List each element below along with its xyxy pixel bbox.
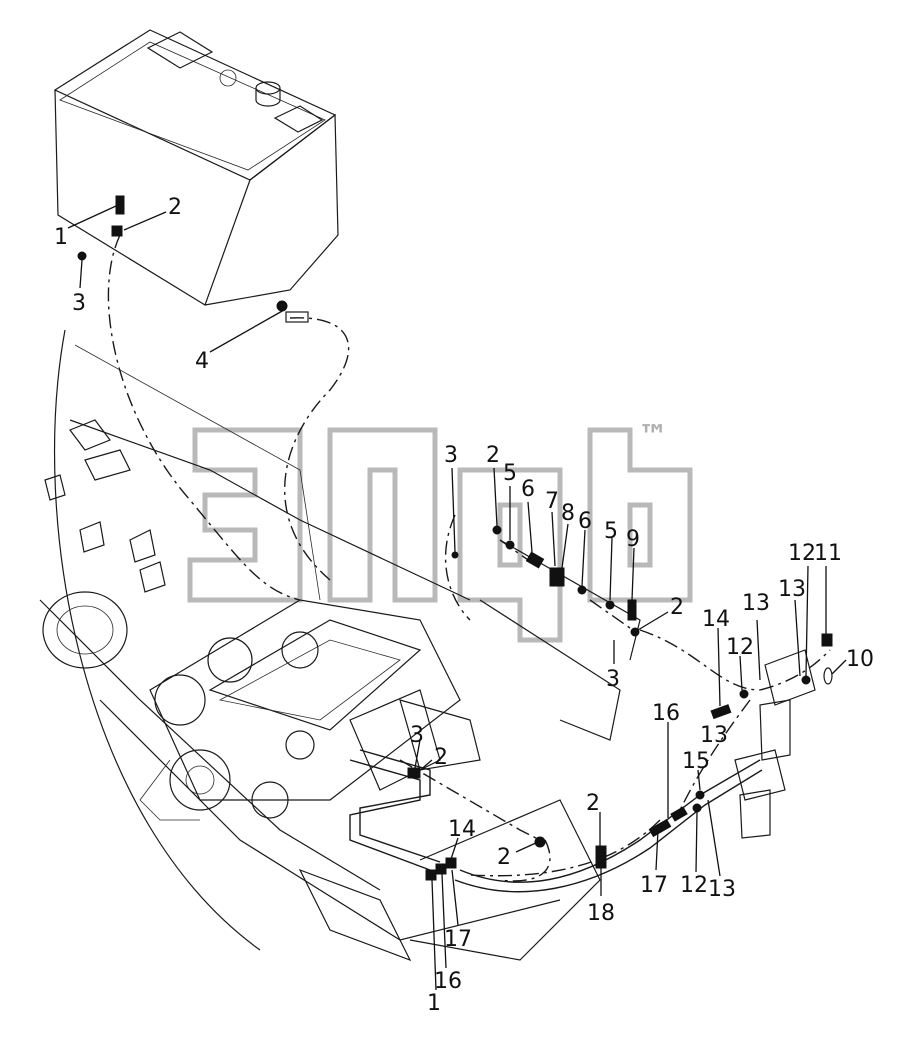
drain-fitting [276,300,288,312]
hose-14 [710,704,732,720]
clamp-2b [534,836,546,848]
callout-2: 2 [168,195,182,220]
clamp-18 [595,845,607,869]
callout-12: 5 [604,519,618,544]
tank-clamp [111,225,123,237]
callout-37: 1 [427,991,441,1016]
callout-29: 2 [586,791,600,816]
callout-32: 12 [680,873,708,898]
watermark: ™ [187,419,693,643]
spring-check [627,599,637,621]
hose-block-1 [425,869,437,881]
callout-34: 18 [587,901,615,926]
secondary-filter-head [734,749,786,801]
fitting-12 [801,675,811,685]
callout-27: 15 [682,749,710,774]
drain-hose-end [285,311,309,323]
callouts: 1 2 3 4 3 2 5 6 7 8 6 5 9 2 3 14 13 12 1… [54,195,874,1016]
line-clamp [492,525,502,535]
callout-15: 3 [606,667,620,692]
fuel-lines [107,234,831,893]
callout-8: 6 [521,477,535,502]
washer-2 [577,585,587,595]
callout-9: 7 [545,489,559,514]
primary-filter-head [764,649,816,706]
fitting-11 [821,633,833,647]
callout-21: 12 [788,541,816,566]
callout-20: 13 [778,577,806,602]
callout-19: 13 [700,723,728,748]
callout-25: 2 [434,745,448,770]
callout-13: 9 [626,527,640,552]
hose-16 [670,806,688,822]
callout-22: 11 [814,541,842,566]
callout-33: 13 [708,877,736,902]
callout-18: 12 [726,635,754,660]
fuel-tank [53,29,339,306]
washer [525,551,545,569]
callout-6: 2 [486,443,500,468]
callout-26: 16 [652,701,680,726]
callout-3: 3 [72,291,86,316]
callout-11: 6 [578,509,592,534]
valve-body [549,567,565,587]
frame [39,329,641,962]
engine [139,599,481,821]
callout-35: 17 [444,927,472,952]
tank-bolt [77,251,87,261]
callout-17: 13 [742,591,770,616]
callout-36: 16 [434,969,462,994]
callout-16: 14 [702,607,730,632]
callout-5: 3 [444,443,458,468]
callout-7: 5 [503,461,517,486]
callout-31: 17 [640,873,668,898]
tank-valve [115,195,125,215]
banjo-bolt-2 [605,600,615,610]
callout-23: 10 [846,647,874,672]
callout-10: 8 [561,501,575,526]
callout-24: 3 [410,723,424,748]
watermark-trademark: ™ [638,419,668,454]
hose-block-16 [435,863,447,875]
secondary-filter-bowl [739,789,771,839]
clamp-engine [407,767,421,779]
callout-1: 1 [54,225,68,250]
callout-30: 2 [497,845,511,870]
banjo-bolt [505,540,515,550]
line-clip [451,551,459,559]
hose-17 [648,818,672,838]
fitting-12b [692,803,702,813]
callout-28: 14 [448,817,476,842]
oring-10 [823,667,833,685]
callout-4: 4 [195,349,209,374]
callout-14: 2 [670,595,684,620]
line-clamp-2 [630,627,640,637]
primary-filter-bowl [759,699,791,761]
leader-lines [67,205,847,991]
fitting-15 [695,790,705,800]
fitting-13 [739,689,749,699]
components [77,195,833,881]
